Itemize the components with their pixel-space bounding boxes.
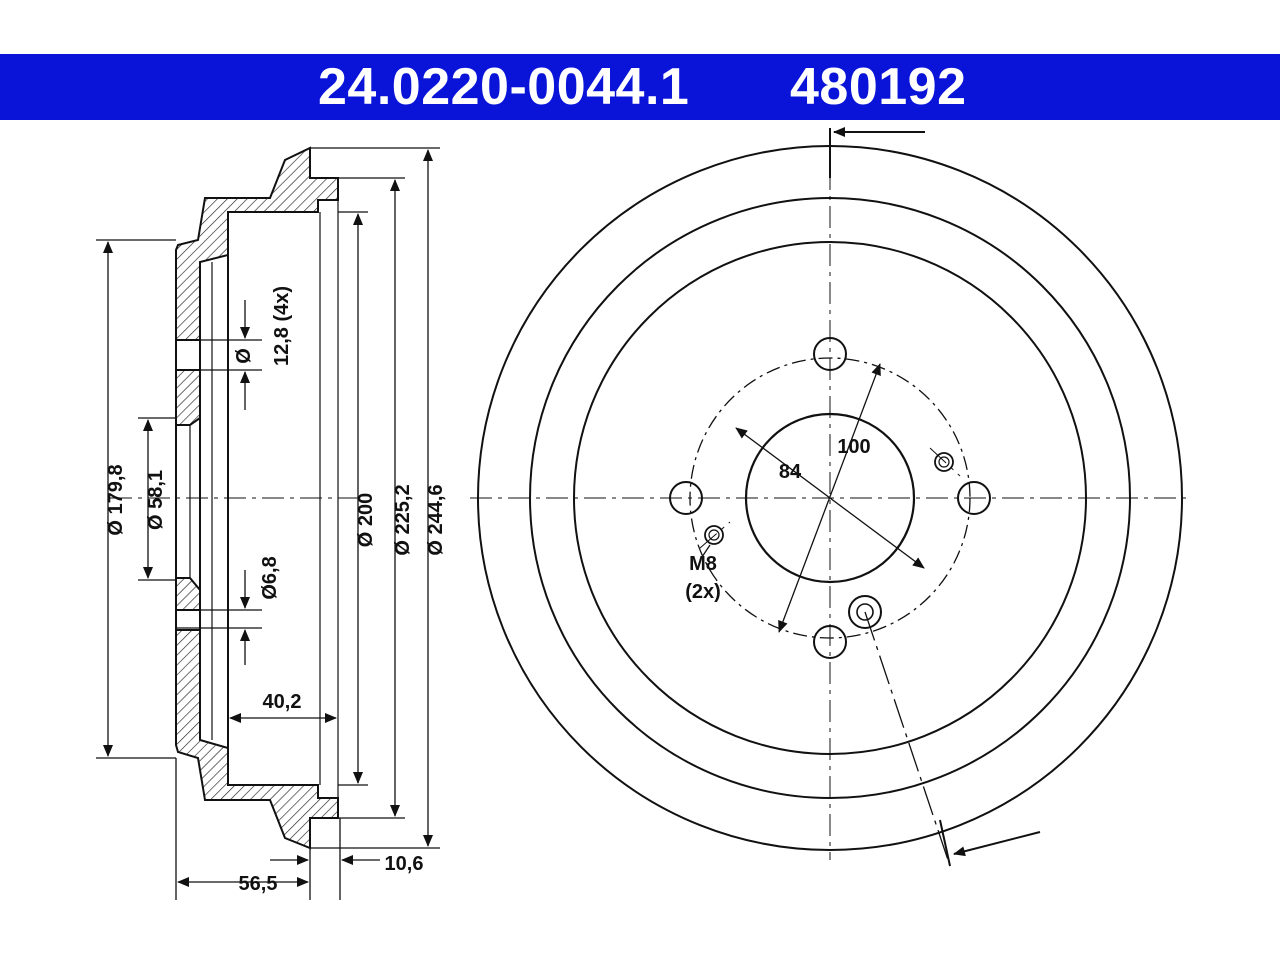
dim-244-6: Ø 244,6 [425,484,447,555]
dim-58-1: Ø 58,1 [145,470,167,530]
front-dimensions [699,363,925,633]
dim-84: 84 [779,461,802,483]
dim-6-8: Ø6,8 [259,556,281,599]
dim-40-2: 40,2 [263,691,302,713]
section-hub-upper [175,369,201,426]
section-wall-lower [175,629,339,850]
thread-count-label: (2x) [685,581,721,603]
section-hub-lower [175,577,201,611]
side-dimensions [96,147,440,900]
header-bar [0,54,1280,120]
dim-56-5: 56,5 [239,873,278,895]
thread-label: M8 [689,553,717,575]
dim-12-8-symbol: Ø [233,348,255,364]
dim-179-8: Ø 179,8 [105,464,127,535]
dim-225-2: Ø 225,2 [392,484,414,555]
reference-number: 480192 [790,58,967,116]
section-markers [829,127,1041,867]
dim-10-6: 10,6 [385,853,424,875]
thread-hole-lower-left [704,525,724,545]
part-number: 24.0220-0044.1 [318,58,690,116]
dim-100: 100 [837,436,870,458]
dim-12-8: 12,8 (4x) [271,286,293,366]
dim-200: Ø 200 [355,493,377,547]
thread-hole-upper-right [934,452,954,472]
